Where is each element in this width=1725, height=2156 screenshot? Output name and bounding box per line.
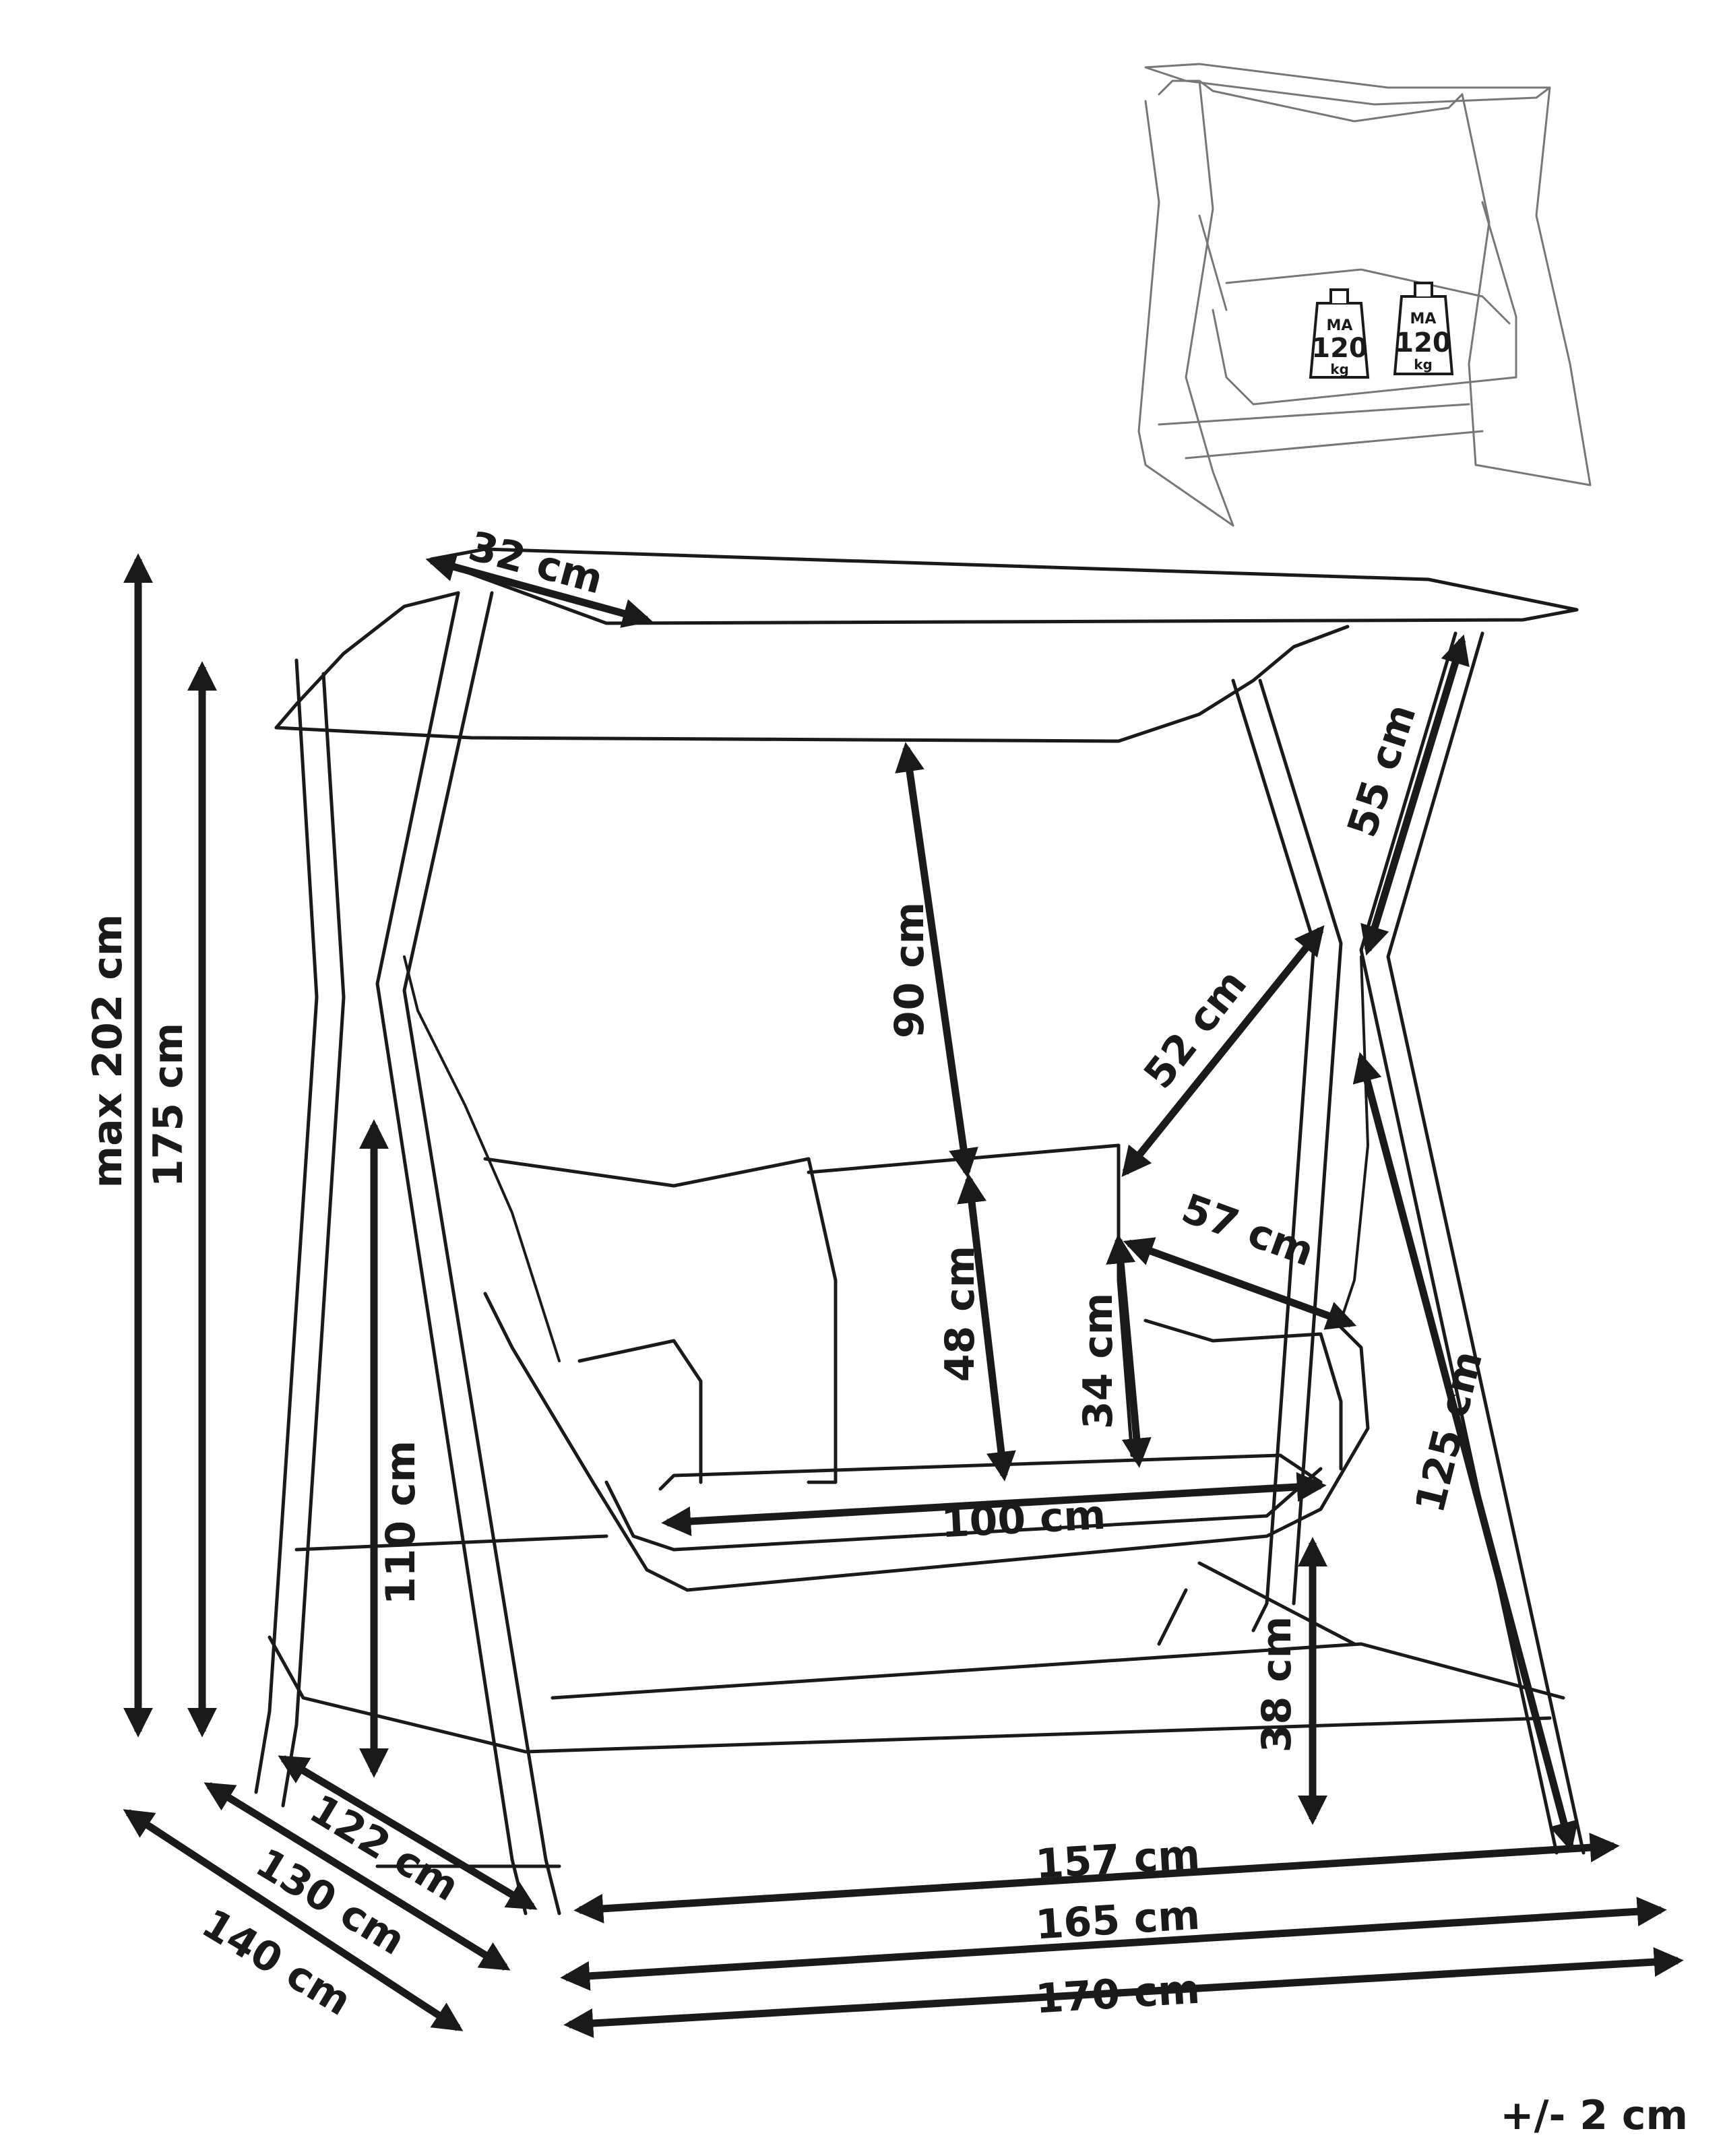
arrow-chain	[1121, 925, 1325, 1177]
label-max-height: max 202 cm	[84, 914, 131, 1188]
label-seat-ground: 38 cm	[1253, 1616, 1300, 1752]
weight-unit-2: kg	[1414, 356, 1433, 373]
arrow-canopy-clearance	[895, 742, 978, 1178]
label-tolerance: +/- 2 cm	[1500, 2092, 1688, 2139]
label-width-170: 170 cm	[1034, 1966, 1201, 2023]
label-seat-depth: 57 cm	[1176, 1185, 1320, 1276]
thumbnail-swing: MA 120 kg MA 120 kg	[1137, 63, 1592, 527]
dimension-labels: 32 cm max 202 cm 175 cm 110 cm 90 cm 48 …	[84, 523, 1688, 2139]
weight-icon: MA 120 kg	[1393, 282, 1454, 375]
arrow-width-170	[563, 1947, 1684, 2038]
arrow-depth-140	[123, 1809, 464, 2031]
label-seat-width: 100 cm	[940, 1492, 1107, 1548]
weight-value-2: 120	[1395, 327, 1451, 358]
label-frame-height: 175 cm	[145, 1023, 192, 1187]
label-armrest: 34 cm	[1075, 1293, 1122, 1429]
weight-ma-2: MA	[1410, 311, 1437, 327]
label-width-165: 165 cm	[1034, 1892, 1201, 1949]
weight-ma-1: MA	[1327, 317, 1353, 334]
weight-icon: MA 120 kg	[1309, 288, 1370, 379]
arrow-side-length	[1352, 1052, 1579, 1852]
arrow-canopy-depth	[425, 552, 653, 628]
label-seat-top-height: 110 cm	[377, 1440, 425, 1605]
arrow-side-chain	[1360, 634, 1470, 956]
arrow-backrest	[957, 1173, 1016, 1482]
label-backrest: 48 cm	[937, 1246, 984, 1382]
arrow-seat-width	[661, 1472, 1327, 1536]
label-side-chain: 55 cm	[1338, 699, 1425, 843]
dimension-arrows	[123, 552, 1684, 2038]
weight-value-1: 120	[1311, 333, 1368, 364]
weight-unit-1: kg	[1330, 361, 1349, 377]
arrow-armrest	[1106, 1234, 1152, 1468]
label-canopy-clearance: 90 cm	[886, 902, 933, 1038]
arrow-seat-depth	[1123, 1237, 1357, 1330]
label-width-157: 157 cm	[1034, 1831, 1201, 1889]
